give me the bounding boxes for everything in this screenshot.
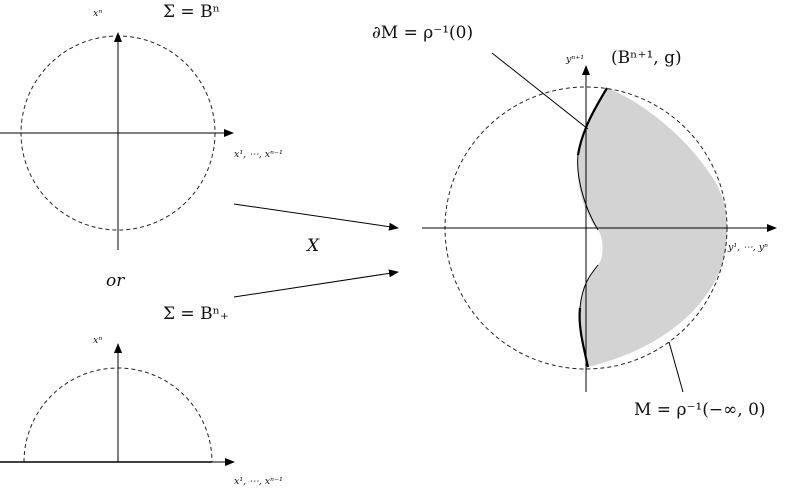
boundary-label: ∂M = ρ⁻¹(0): [372, 23, 473, 43]
region-label: M = ρ⁻¹(−∞, 0): [634, 400, 766, 420]
map-label: X: [305, 236, 320, 256]
top-horizontal-axis-label: x¹, ⋯, xⁿ⁻¹: [234, 149, 283, 160]
bottom-domain-label: Σ = Bⁿ₊: [163, 304, 229, 324]
map-arrow-top: [233, 203, 399, 231]
target-vertical-axis-label: yⁿ⁺¹: [565, 54, 584, 65]
bottom-vertical-axis-label: xⁿ: [93, 335, 102, 346]
bottom-horizontal-axis-label: x¹, ⋯, xⁿ⁻¹: [234, 476, 283, 487]
target-space-label: (Bⁿ⁺¹, g): [611, 48, 682, 68]
or-label: or: [106, 271, 125, 291]
top-ball-diagram: xⁿ x¹, ⋯, xⁿ⁻¹ Σ = Bⁿ: [0, 2, 283, 250]
top-vertical-axis-label: xⁿ: [93, 8, 102, 19]
boundary-dm-lower-thin: [579, 264, 599, 309]
target-horizontal-axis-label: y¹, ⋯, yⁿ: [727, 242, 768, 253]
boundary-dm-upper-thin: [577, 154, 599, 231]
boundary-dm-upper: [576, 87, 608, 156]
top-domain-label: Σ = Bⁿ: [163, 2, 220, 22]
target-ball-diagram: yⁿ⁺¹ y¹, ⋯, yⁿ (Bⁿ⁺¹, g) ∂M = ρ⁻¹(0) M =…: [372, 23, 777, 420]
boundary-leader-line: [491, 52, 589, 130]
boundary-dm-lower: [578, 307, 590, 368]
map-arrow-bottom: [233, 269, 399, 298]
region-leader-line: [668, 341, 684, 393]
bottom-halfball-diagram: xⁿ x¹, ⋯, xⁿ⁻¹ Σ = Bⁿ₊: [0, 304, 283, 487]
